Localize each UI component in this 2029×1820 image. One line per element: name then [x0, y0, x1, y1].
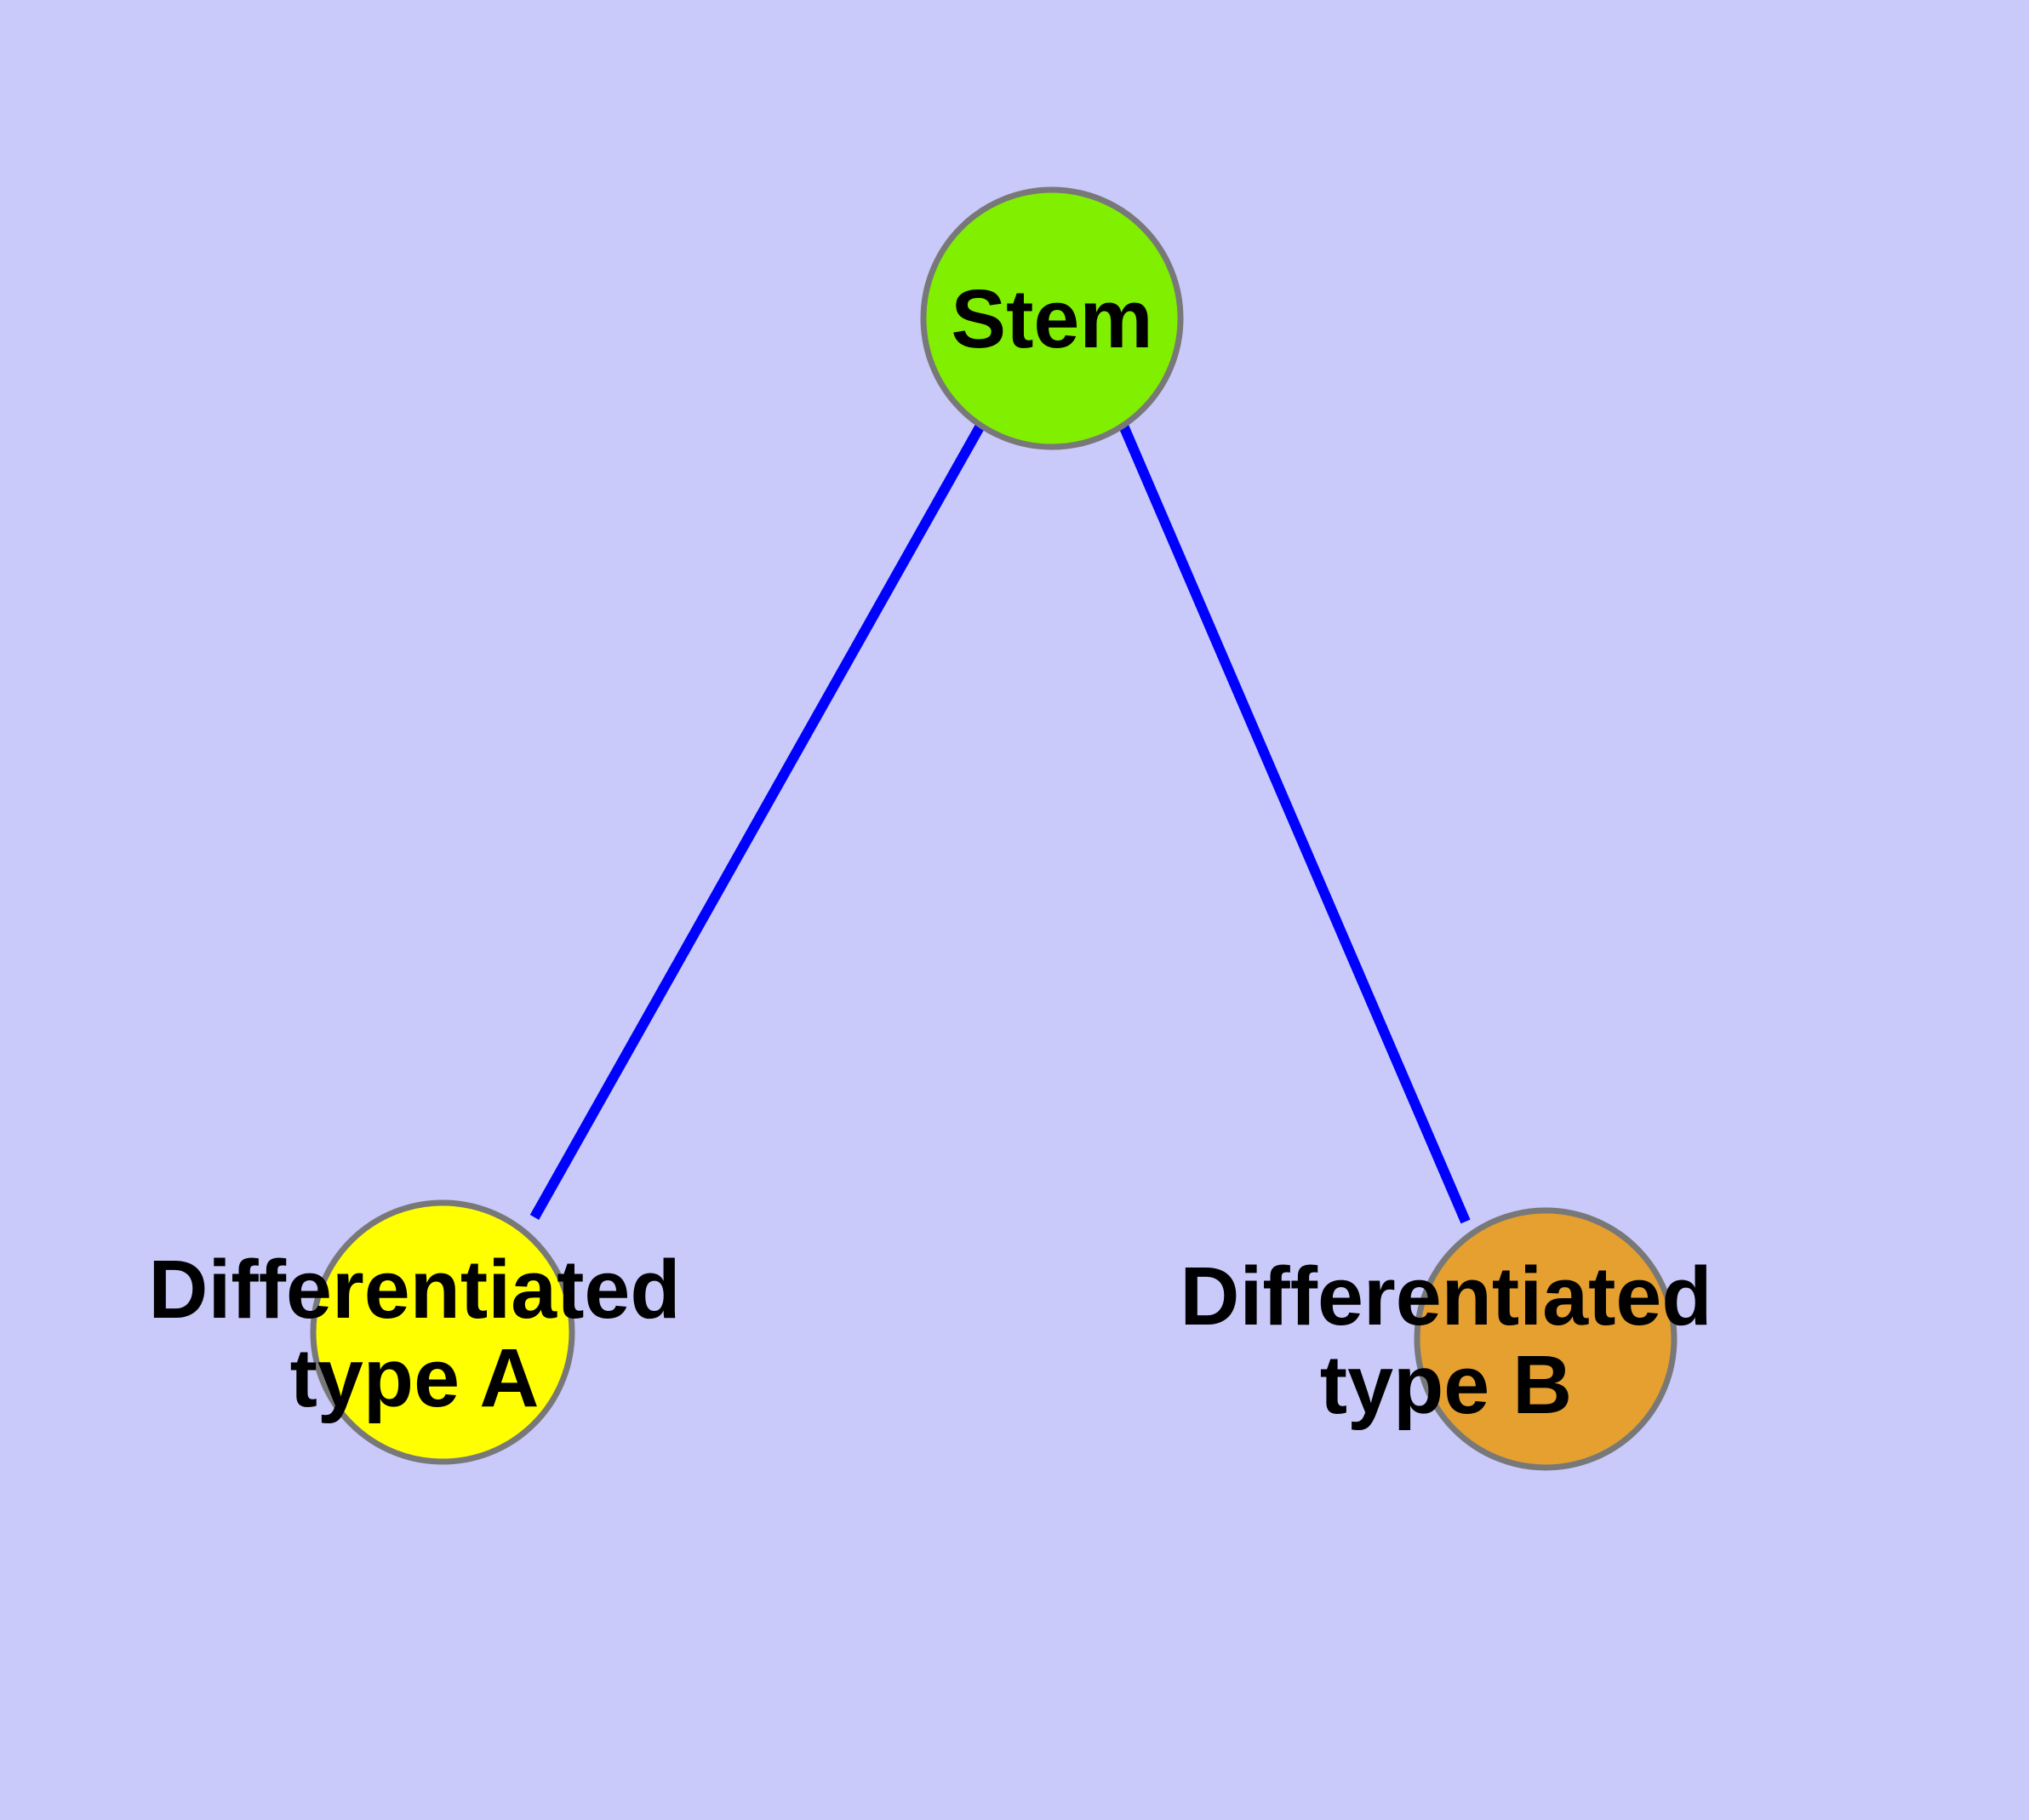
node-differentiated-type-a-circle[interactable] — [310, 1199, 575, 1465]
node-differentiated-type-b-label-line1: Differentiated — [1180, 1250, 1712, 1342]
edge-stem-to-differentiated-type-a — [529, 423, 986, 1220]
node-differentiated-type-b[interactable]: Differentiated type B — [1180, 1207, 1712, 1471]
node-differentiated-type-a-label-line2: type A — [290, 1331, 540, 1424]
node-differentiated-type-b-circle[interactable] — [1414, 1207, 1677, 1471]
edge-stem-to-differentiated-type-b — [1118, 423, 1471, 1224]
node-differentiated-type-a[interactable]: Differentiated type A — [148, 1199, 681, 1465]
node-differentiated-type-b-label-line2: type B — [1320, 1338, 1572, 1431]
node-stem[interactable]: Stem — [920, 186, 1184, 450]
node-stem-label-line1: Stem — [951, 272, 1152, 365]
node-differentiated-type-a-label-line1: Differentiated — [148, 1243, 680, 1336]
node-stem-circle[interactable] — [920, 186, 1184, 450]
nodes-group: Stem Differentiated type A Differentiate… — [148, 186, 1712, 1471]
edges-group — [529, 423, 1471, 1224]
